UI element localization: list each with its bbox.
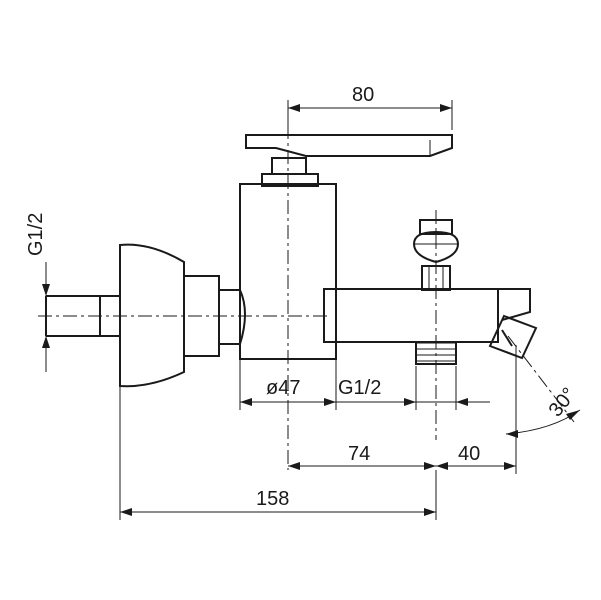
dimension-80: 80: [287, 84, 453, 130]
dimension-158-label: 158: [256, 488, 289, 510]
dimension-diameter-47: ø47: [239, 345, 337, 410]
dimension-outlet-thread: G1/2: [336, 366, 490, 410]
center-lines: [38, 100, 575, 470]
spout-assembly: [323, 219, 538, 365]
dimension-74: 74: [288, 443, 436, 470]
outlet-thread-label: G1/2: [338, 377, 381, 399]
dimension-30-degree: 30°: [505, 384, 581, 438]
dimension-80-label: 80: [352, 84, 374, 106]
dimension-158: 158: [119, 386, 437, 520]
dimension-74-label: 74: [348, 443, 370, 465]
inlet-thread-label: G1/2: [25, 213, 47, 256]
diameter-47-label: ø47: [266, 377, 300, 399]
mixer-body: [239, 134, 453, 360]
dimension-inlet-thread: G1/2: [25, 213, 50, 372]
eccentric-connector: [119, 243, 246, 388]
angle-30-label: 30°: [545, 384, 581, 421]
dimension-40-label: 40: [458, 443, 480, 465]
dimension-40: 40: [436, 345, 517, 474]
